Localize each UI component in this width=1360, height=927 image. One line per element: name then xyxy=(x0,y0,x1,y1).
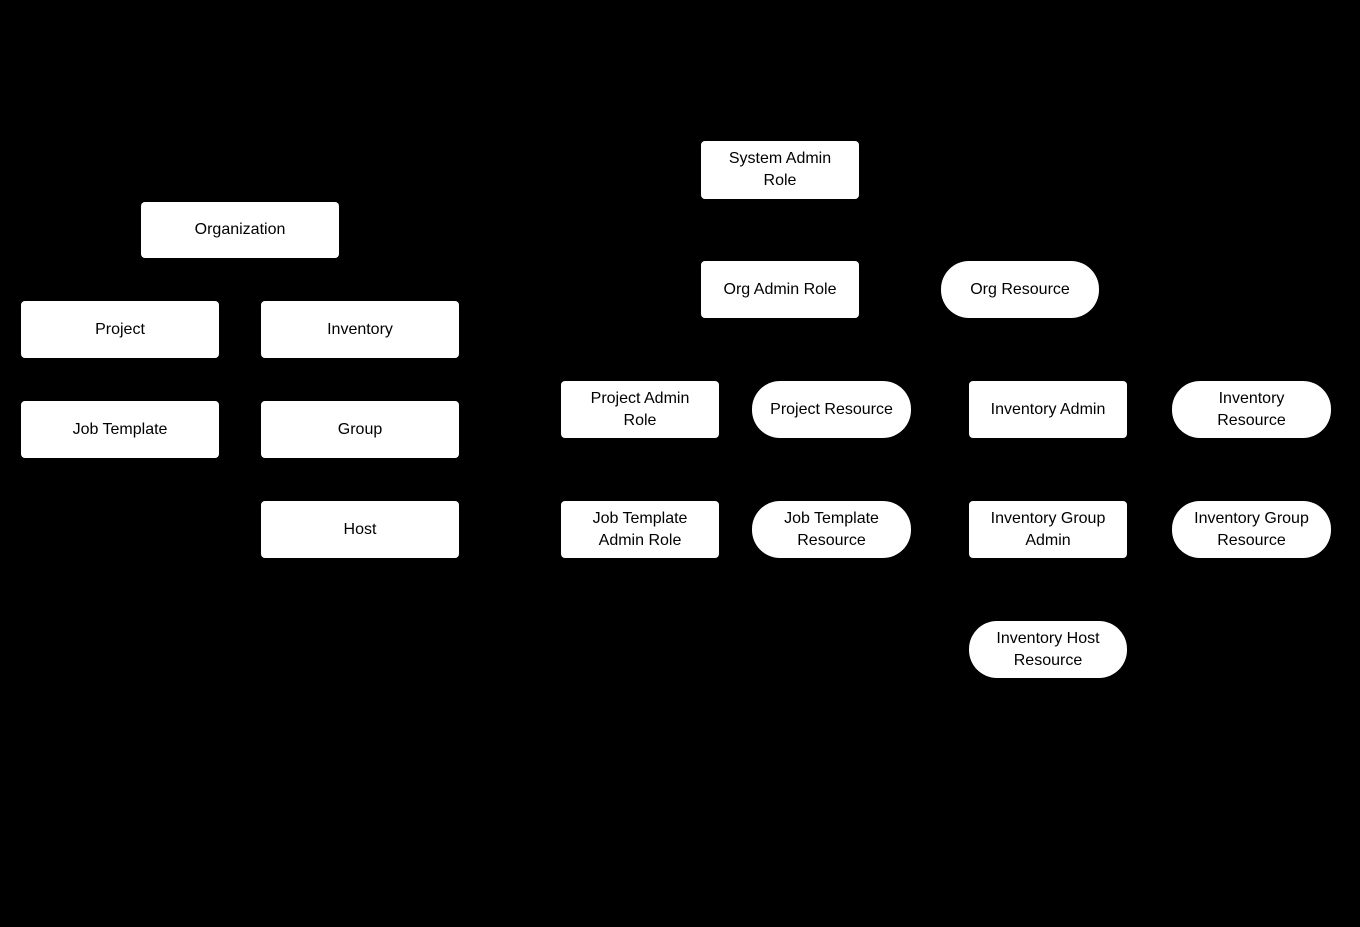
node-job-template-admin-role: Job Template Admin Role xyxy=(561,501,719,558)
node-inventory-resource: Inventory Resource xyxy=(1172,381,1331,438)
node-label: System Admin Role xyxy=(728,150,832,189)
node-label: Host xyxy=(343,520,377,538)
node-job-template-resource: Job Template Resource xyxy=(752,501,911,558)
node-label: Project Admin Role xyxy=(590,389,690,429)
node-label: Inventory Group Resource xyxy=(1194,509,1309,549)
node-inventory-group-admin: Inventory Group Admin xyxy=(969,501,1127,558)
node-inventory-host-resource: Inventory Host Resource xyxy=(969,621,1127,678)
node-label: Inventory Group Admin xyxy=(990,509,1106,549)
node-label: Inventory Resource xyxy=(1217,389,1286,429)
node-inventory-group-resource: Inventory Group Resource xyxy=(1172,501,1331,558)
node-inventory: Inventory xyxy=(261,301,459,358)
node-group: Group xyxy=(261,401,459,458)
node-label: Job Template xyxy=(72,420,168,438)
node-label: Org Admin Role xyxy=(723,280,837,298)
node-system-admin-role: System Admin Role xyxy=(701,141,859,199)
node-job-template: Job Template xyxy=(21,401,219,458)
node-label: Inventory Admin xyxy=(990,400,1106,418)
node-label: Organization xyxy=(194,221,286,238)
node-project: Project xyxy=(21,301,219,358)
node-label: Job Template Resource xyxy=(784,509,879,549)
node-label: Org Resource xyxy=(970,280,1070,298)
node-org-resource: Org Resource xyxy=(941,261,1099,318)
node-project-resource: Project Resource xyxy=(752,381,911,438)
node-label: Job Template Admin Role xyxy=(592,509,688,549)
node-label: Project Resource xyxy=(770,400,893,418)
node-project-admin-role: Project Admin Role xyxy=(561,381,719,438)
node-host: Host xyxy=(261,501,459,558)
node-label: Inventory xyxy=(327,320,393,338)
node-label: Project xyxy=(95,320,145,338)
node-label: Inventory Host Resource xyxy=(996,629,1100,669)
node-inventory-admin: Inventory Admin xyxy=(969,381,1127,438)
node-org-admin-role: Org Admin Role xyxy=(701,261,859,318)
node-label: Group xyxy=(337,420,383,438)
node-organization: Organization xyxy=(141,202,339,258)
